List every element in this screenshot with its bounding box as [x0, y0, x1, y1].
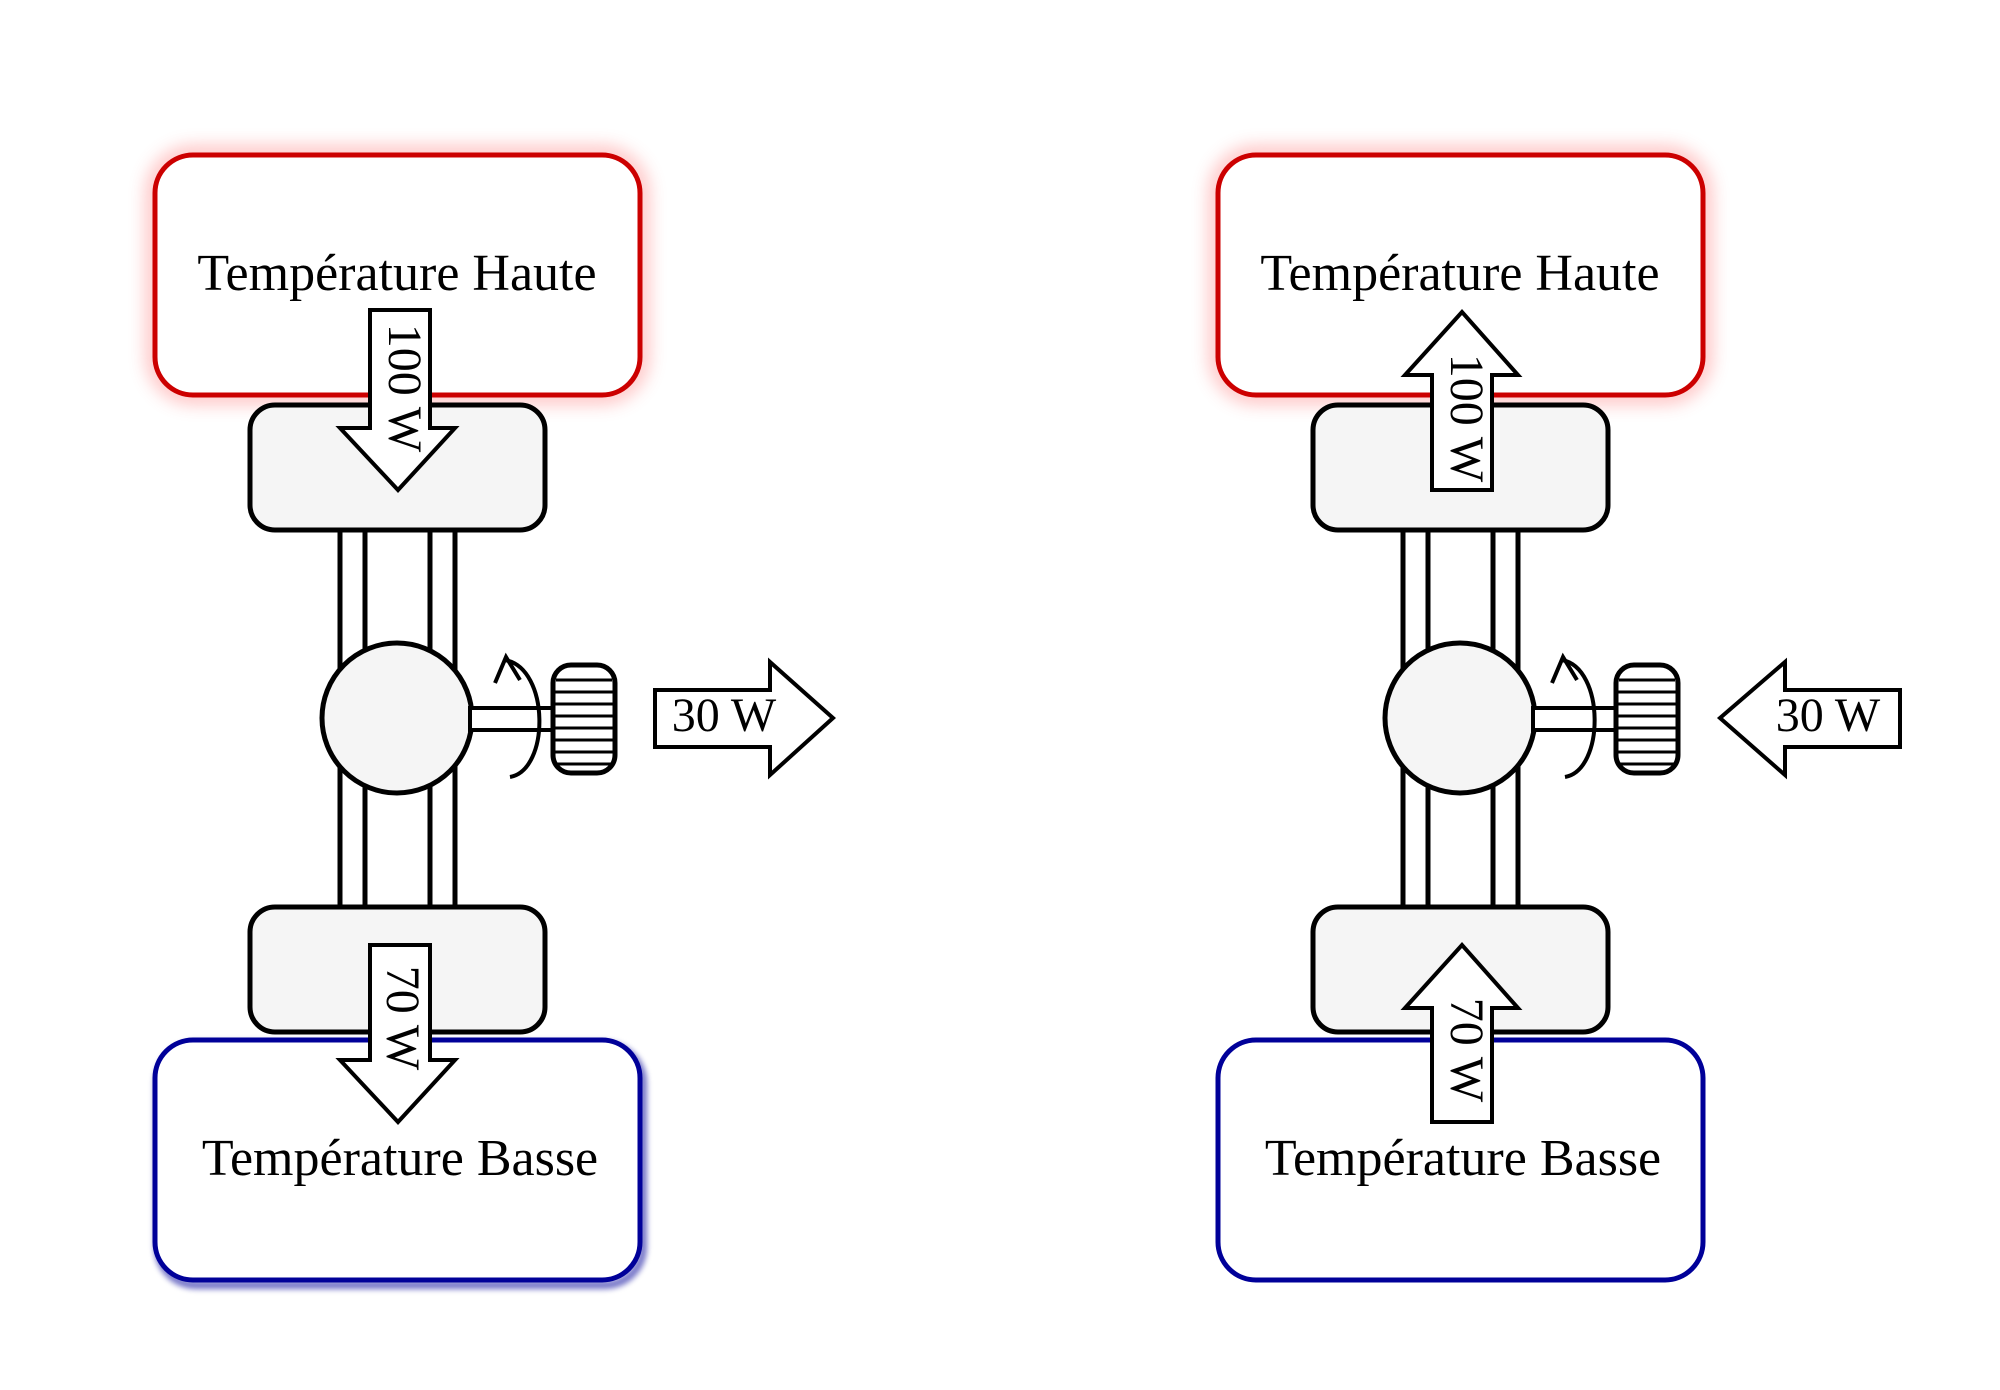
engine-rotation-arrowhead-icon	[493, 652, 522, 684]
engine-work-arrow: 30 W	[653, 657, 836, 780]
pump-heat-in-arrow: 70 W	[1400, 942, 1523, 1124]
pump-hot-reservoir-label: Température Haute	[1260, 245, 1659, 302]
pump-heat-in-label: 70 W	[1440, 998, 1493, 1103]
engine-heat-in-label: 100 W	[378, 324, 431, 453]
engine-panel: Température Haute Température Basse	[147, 147, 836, 1289]
pump-heat-out-label: 100 W	[1440, 354, 1493, 483]
engine-shaft	[468, 706, 557, 732]
engine-machine	[247, 402, 618, 1035]
engine-rotation-arrow-icon	[504, 658, 542, 779]
engine-hot-reservoir-label: Température Haute	[197, 245, 596, 302]
heat-pump-panel: Température Haute Température Basse	[1210, 147, 1902, 1283]
pump-hot-reservoir: Température Haute	[1210, 147, 1711, 403]
pump-rotation-arrowhead-icon	[1550, 652, 1579, 684]
engine-heat-in-arrow: 100 W	[335, 308, 460, 493]
engine-cold-reservoir-label: Température Basse	[202, 1130, 598, 1187]
engine-heat-out-label: 70 W	[376, 966, 429, 1071]
pump-cold-reservoir-label: Température Basse	[1265, 1130, 1661, 1187]
engine-heat-out-arrow: 70 W	[335, 943, 460, 1125]
pump-heat-out-arrow: 100 W	[1400, 309, 1523, 492]
pump-knob-icon	[1613, 662, 1681, 776]
engine-work-label: 30 W	[672, 689, 777, 742]
engine-knob-icon	[550, 662, 618, 776]
pump-compressor	[1382, 640, 1538, 796]
pump-cold-reservoir: Température Basse	[1215, 1037, 1706, 1283]
pump-work-label: 30 W	[1776, 689, 1881, 742]
pump-machine	[1310, 402, 1681, 1035]
pump-shaft	[1531, 706, 1620, 732]
pump-work-arrow: 30 W	[1716, 657, 1902, 780]
pump-rotation-arrow-icon	[1561, 658, 1597, 779]
engine-compressor	[319, 640, 475, 796]
